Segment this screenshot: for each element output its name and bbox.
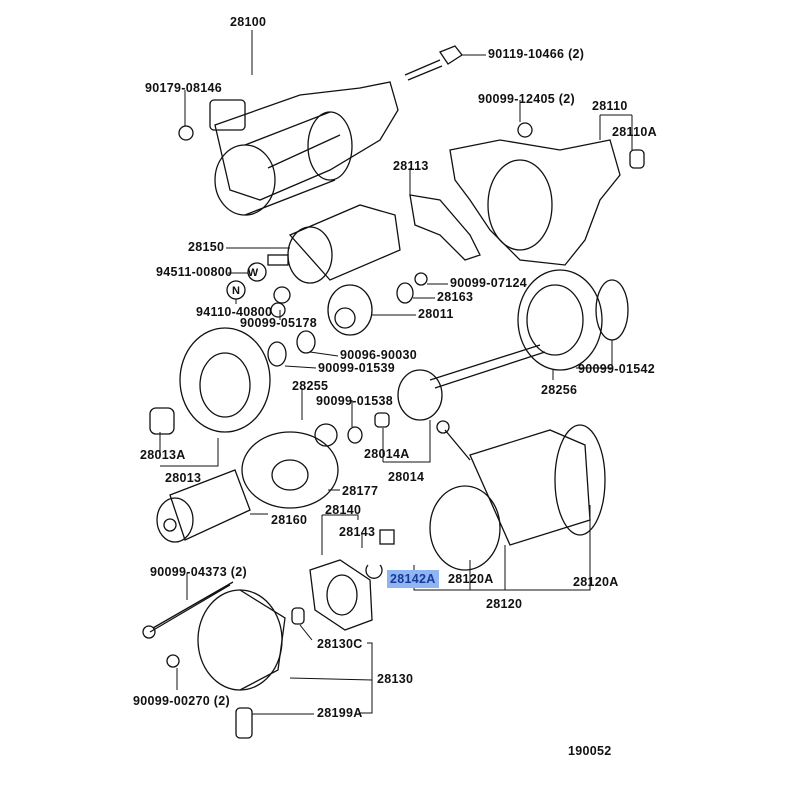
- part-label-28143[interactable]: 28143: [339, 525, 376, 539]
- part-label-28013A[interactable]: 28013A: [140, 448, 186, 462]
- field-frame: [429, 420, 606, 571]
- part-label-28120A-outer[interactable]: 28120A: [573, 575, 619, 589]
- part-label-90119-10466[interactable]: 90119-10466 (2): [488, 47, 585, 61]
- part-label-90099-12405[interactable]: 90099-12405 (2): [478, 92, 575, 106]
- through-bolt: [149, 581, 234, 633]
- part-label-90099-05178[interactable]: 90099-05178: [240, 316, 317, 330]
- drive-housing: [449, 122, 645, 266]
- nut-marker-letter: N: [232, 285, 240, 297]
- starter-assembly: [178, 81, 399, 216]
- end-frame: [197, 589, 286, 691]
- figure-number: 190052: [568, 744, 612, 758]
- part-label-28160[interactable]: 28160: [271, 513, 308, 527]
- part-label-90179-08146[interactable]: 90179-08146: [145, 81, 222, 95]
- bolt-head: [439, 45, 463, 65]
- yoke: [179, 327, 271, 433]
- part-label-90099-00270[interactable]: 90099-00270 (2): [133, 694, 230, 708]
- part-label-28113[interactable]: 28113: [393, 159, 429, 173]
- part-label-90096-90030[interactable]: 90096-90030: [340, 348, 417, 362]
- part-label-90099-01539[interactable]: 90099-01539: [318, 361, 395, 375]
- part-label-28014[interactable]: 28014: [388, 470, 425, 484]
- brush-holder: [291, 529, 395, 631]
- solenoid: [267, 204, 401, 284]
- part-label-28177[interactable]: 28177: [342, 484, 379, 498]
- part-label-28256[interactable]: 28256: [541, 383, 578, 397]
- internal-gear: [517, 269, 603, 371]
- armature: [156, 469, 251, 543]
- part-label-90099-07124[interactable]: 90099-07124: [450, 276, 527, 290]
- part-label-28120A[interactable]: 28120A: [448, 572, 494, 586]
- part-label-28130[interactable]: 28130: [377, 672, 414, 686]
- part-label-28255[interactable]: 28255: [292, 379, 329, 393]
- part-label-28150[interactable]: 28150: [188, 240, 225, 254]
- washer-marker: [247, 262, 267, 282]
- part-label-28110[interactable]: 28110: [592, 99, 628, 113]
- planetary-shaft: [429, 344, 546, 389]
- part-label-90099-01538[interactable]: 90099-01538: [316, 394, 393, 408]
- bolt: [404, 59, 443, 81]
- leader-lines: [159, 30, 633, 715]
- washer-marker-letter: W: [248, 267, 259, 279]
- part-label-28014A[interactable]: 28014A: [364, 447, 410, 461]
- part-label-94511-00800[interactable]: 94511-00800: [156, 265, 233, 279]
- center-plate: [241, 431, 339, 509]
- planet-gear: [314, 423, 338, 447]
- part-label-94110-40800[interactable]: 94110-40800: [196, 305, 273, 319]
- part-label-28163[interactable]: 28163: [437, 290, 474, 304]
- part-label-28199A[interactable]: 28199A: [317, 706, 363, 720]
- part-label-28110A[interactable]: 28110A: [612, 125, 657, 139]
- clutch: [327, 284, 373, 336]
- part-label-28013[interactable]: 28013: [165, 471, 202, 485]
- part-label-28120[interactable]: 28120: [486, 597, 523, 611]
- part-label-28100[interactable]: 28100: [230, 15, 267, 29]
- part-label-28130C[interactable]: 28130C: [317, 637, 363, 651]
- lever: [409, 194, 481, 261]
- part-label-90099-01542[interactable]: 90099-01542: [578, 362, 655, 376]
- part-label-90099-04373[interactable]: 90099-04373 (2): [150, 565, 247, 579]
- part-label-28142A-highlighted[interactable]: 28142A: [387, 570, 439, 588]
- part-label-28140[interactable]: 28140: [325, 503, 362, 517]
- part-label-28011[interactable]: 28011: [418, 307, 454, 321]
